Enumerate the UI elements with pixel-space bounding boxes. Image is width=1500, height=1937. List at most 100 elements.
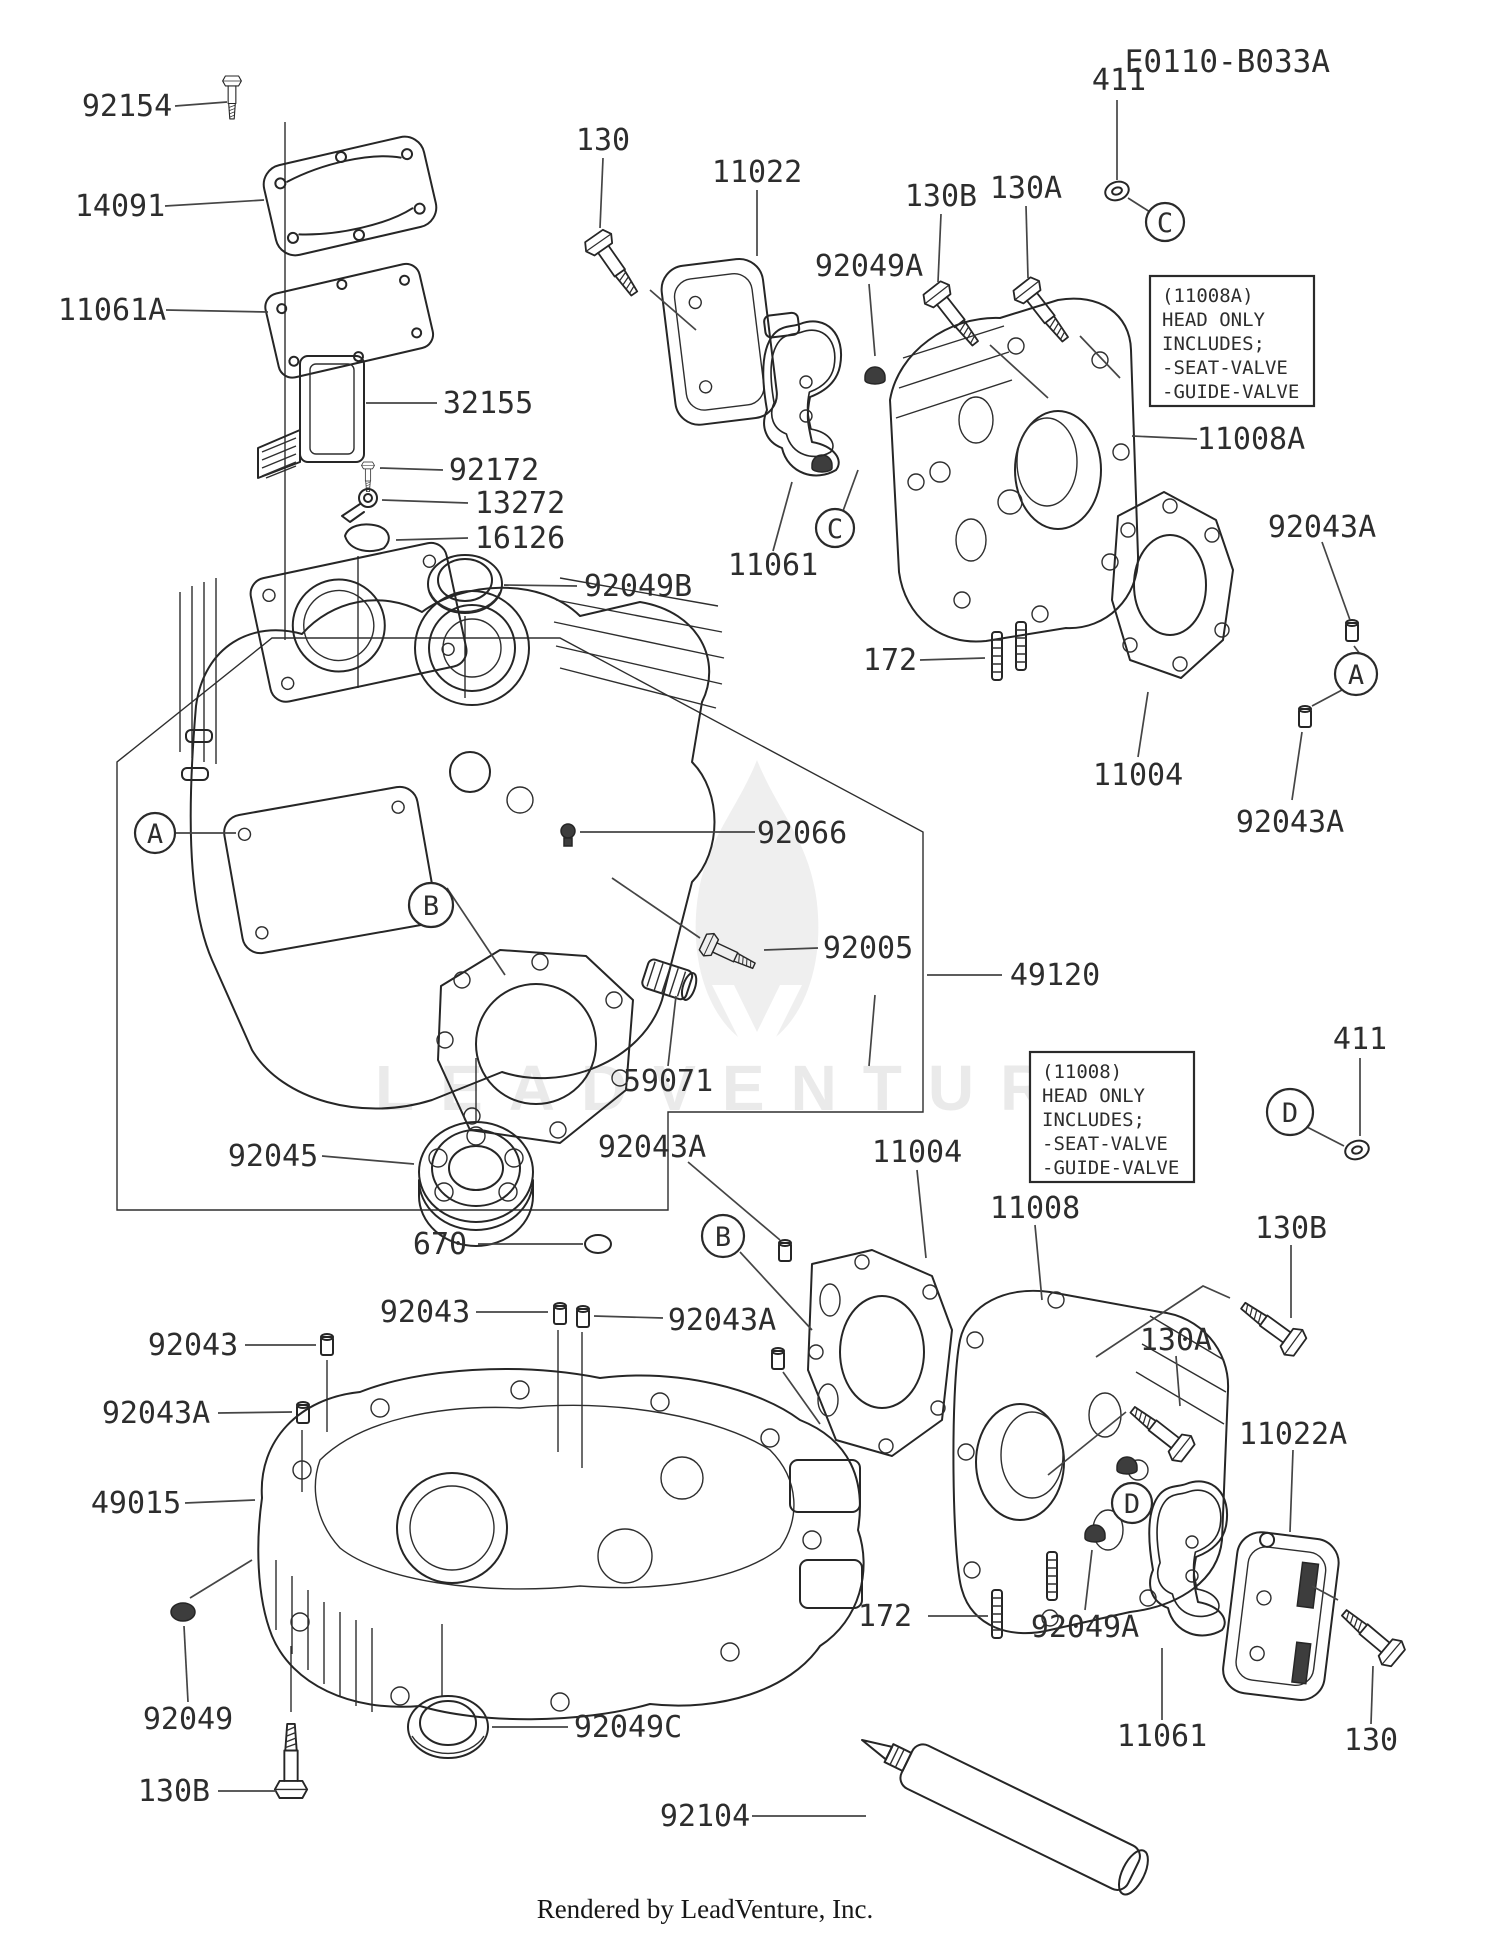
label-11022: 11022 (712, 155, 802, 190)
label-670: 670 (413, 1227, 467, 1262)
label-49015: 49015 (91, 1486, 181, 1521)
note-line: INCLUDES; (1042, 1109, 1145, 1131)
ball-bearing-92045 (418, 1121, 534, 1247)
label-92172: 92172 (449, 453, 539, 488)
sealant-tube-92104 (861, 1739, 1149, 1896)
label-130b-1: 130B (905, 179, 977, 214)
cover-gasket-11061-2 (1148, 1480, 1229, 1637)
diagram-code: E0110-B033A (1125, 44, 1331, 80)
ref-circle-c1 (1144, 201, 1186, 243)
bolt-130a-2 (1122, 1396, 1199, 1466)
cylinder-crankcase-49120 (179, 541, 725, 1144)
pin-92043-a (320, 1333, 334, 1356)
note-line: INCLUDES; (1162, 333, 1265, 355)
label-130-1: 130 (576, 123, 630, 158)
label-92043-1: 92043 (148, 1328, 238, 1363)
label-172-1: 172 (863, 643, 917, 678)
label-59071: 59071 (623, 1064, 713, 1099)
label-92154: 92154 (82, 89, 172, 124)
watermark-flame-icon (695, 760, 819, 1048)
label-11008: 11008 (990, 1191, 1080, 1226)
label-130b-3: 130B (138, 1774, 210, 1809)
label-130a-2: 130A (1140, 1323, 1212, 1358)
valve-cap-92049a-1 (864, 366, 886, 385)
label-92066: 92066 (757, 816, 847, 851)
ref-circle-b1 (407, 881, 455, 929)
note-line: -GUIDE-VALVE (1042, 1157, 1179, 1179)
bolt-92154 (222, 75, 242, 120)
washer-411-1 (1101, 177, 1133, 205)
note-line: HEAD ONLY (1042, 1085, 1146, 1107)
label-130b-2: 130B (1255, 1211, 1327, 1246)
ref-letter-c1: C (1157, 208, 1173, 239)
note-line: -SEAT-VALVE (1162, 357, 1288, 379)
valve-cap-92049a-2b (1084, 1524, 1106, 1543)
valve-cap-92049a-2 (1116, 1456, 1138, 1475)
label-32155: 32155 (443, 386, 533, 421)
head-gasket-11004-1 (1111, 491, 1234, 679)
assembly-axis-lines (284, 122, 583, 1712)
note-line: -SEAT-VALVE (1042, 1133, 1168, 1155)
label-92049a-2: 92049A (1031, 1610, 1139, 1645)
ref-letter-b2: B (715, 1222, 731, 1253)
rocker-cover-11022 (660, 257, 801, 426)
cylinder-crankcase-group-boundary (116, 637, 924, 1211)
plug-59071 (641, 958, 698, 1001)
label-92049c: 92049C (574, 1710, 682, 1745)
stud-172-1b (1015, 621, 1027, 671)
ref-circle-d2 (1110, 1481, 1154, 1525)
ref-letter-d2: D (1124, 1489, 1140, 1520)
ref-letter-a1: A (1348, 660, 1364, 691)
dowel-92043a-1 (1345, 619, 1359, 642)
bolt-130-1 (580, 226, 648, 304)
label-92043a-2: 92043A (1236, 805, 1344, 840)
cover-gasket-11061-1 (762, 320, 843, 477)
label-11004-1: 11004 (1093, 758, 1183, 793)
label-92049a-1: 92049A (815, 249, 923, 284)
label-49120: 49120 (1010, 958, 1100, 993)
label-172-2: 172 (858, 1599, 912, 1634)
note-line: -GUIDE-VALVE (1162, 381, 1299, 403)
label-92045: 92045 (228, 1139, 318, 1174)
label-411-2: 411 (1333, 1022, 1387, 1057)
label-11004-2: 11004 (872, 1135, 962, 1170)
label-11022a: 11022A (1239, 1417, 1347, 1452)
label-130-2: 130 (1344, 1723, 1398, 1758)
ref-letter-d1: D (1282, 1098, 1298, 1129)
ref-circle-a1 (1333, 651, 1379, 697)
dowel-92043a-5b (771, 1347, 785, 1370)
valve-cap-92049a-1b (811, 454, 833, 473)
label-130a-1: 130A (990, 171, 1062, 206)
dowel-92043a-5 (778, 1239, 792, 1262)
label-11061-1: 11061 (728, 548, 818, 583)
ref-letter-c2: C (827, 514, 843, 545)
label-411-1: 411 (1092, 63, 1146, 98)
label-92043a-3: 92043A (102, 1396, 210, 1431)
gasket-14091 (262, 135, 438, 257)
rocker-cover-11022a (1222, 1531, 1340, 1701)
breather-32155 (257, 355, 365, 479)
o-ring-670 (584, 1234, 612, 1254)
label-92049b: 92049B (584, 569, 692, 604)
ref-circle-b2 (700, 1213, 746, 1259)
note-box-11008a: (11008A) HEAD ONLY INCLUDES; -SEAT-VALVE… (1148, 274, 1316, 408)
label-92043-2: 92043 (380, 1295, 470, 1330)
plug-92066 (560, 823, 576, 847)
crankcase-49015 (257, 1368, 865, 1721)
washer-411-2 (1341, 1136, 1373, 1164)
ref-letter-a2: A (147, 819, 163, 850)
bolt-130b-2 (1233, 1292, 1310, 1361)
watermark-text: LEADVENTURE (375, 1052, 1141, 1124)
note-box-11008: (11008) HEAD ONLY INCLUDES; -SEAT-VALVE … (1028, 1050, 1196, 1184)
oil-seal-92049c (407, 1695, 489, 1759)
clamp-13272 (341, 488, 378, 523)
dowel-92043a-2 (1298, 705, 1312, 728)
head-gasket-11004-2 (807, 1249, 953, 1457)
part-labels: E0110-B033A 92154 14091 11061A 32155 921… (58, 44, 1398, 1834)
label-92104: 92104 (660, 1799, 750, 1834)
oil-seal-92049b (427, 554, 503, 614)
stud-172-2b (1046, 1551, 1058, 1601)
reference-circles: C C A A B B D D (133, 201, 1379, 1525)
